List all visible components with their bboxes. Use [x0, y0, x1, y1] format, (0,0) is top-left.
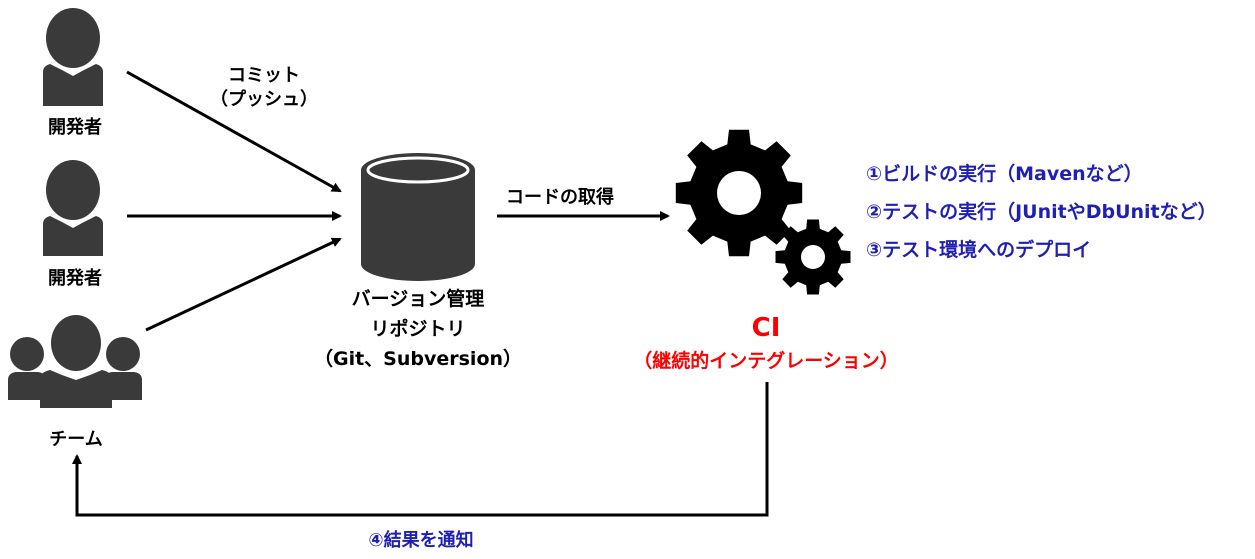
notify-arrow: [72, 382, 769, 517]
notify-label: ④結果を通知: [368, 530, 474, 551]
gear-hole: [717, 171, 761, 215]
commit-label-line1: コミット: [228, 65, 300, 86]
developer-label: 開発者: [48, 268, 102, 289]
repository-database-icon: [361, 153, 475, 281]
developer-icon: [43, 8, 103, 106]
commit-arrow-from-developer1: [126, 70, 342, 193]
developer-label: 開発者: [48, 117, 102, 138]
commit-label-line2: （プッシュ）: [210, 89, 318, 110]
commit-arrow-from-team: [145, 237, 342, 332]
repository-label-line1: バージョン管理: [351, 288, 485, 310]
commit-label: コミット （プッシュ）: [210, 64, 318, 112]
small-gear-icon: [775, 219, 851, 295]
repository-label-line2: リポジトリ: [370, 318, 466, 340]
step-test: ②テストの実行（JUnitやDbUnitなど）: [866, 201, 1217, 223]
ci-subtitle: （継続的インテグレーション）: [633, 350, 899, 372]
team-label: チーム: [49, 429, 103, 450]
step-build: ①ビルドの実行（Mavenなど）: [866, 163, 1143, 185]
step-deploy: ③テスト環境へのデプロイ: [866, 239, 1092, 261]
gear-hole: [801, 245, 825, 269]
ci-title: CI: [751, 313, 781, 343]
team-icon: [8, 315, 142, 408]
repository-label: バージョン管理 リポジトリ （Git、Subversion）: [314, 284, 522, 374]
developer-icon: [43, 160, 103, 256]
large-gear-icon: [675, 129, 803, 257]
fetch-label: コードの取得: [506, 187, 614, 208]
repository-label-line3: （Git、Subversion）: [313, 348, 523, 370]
